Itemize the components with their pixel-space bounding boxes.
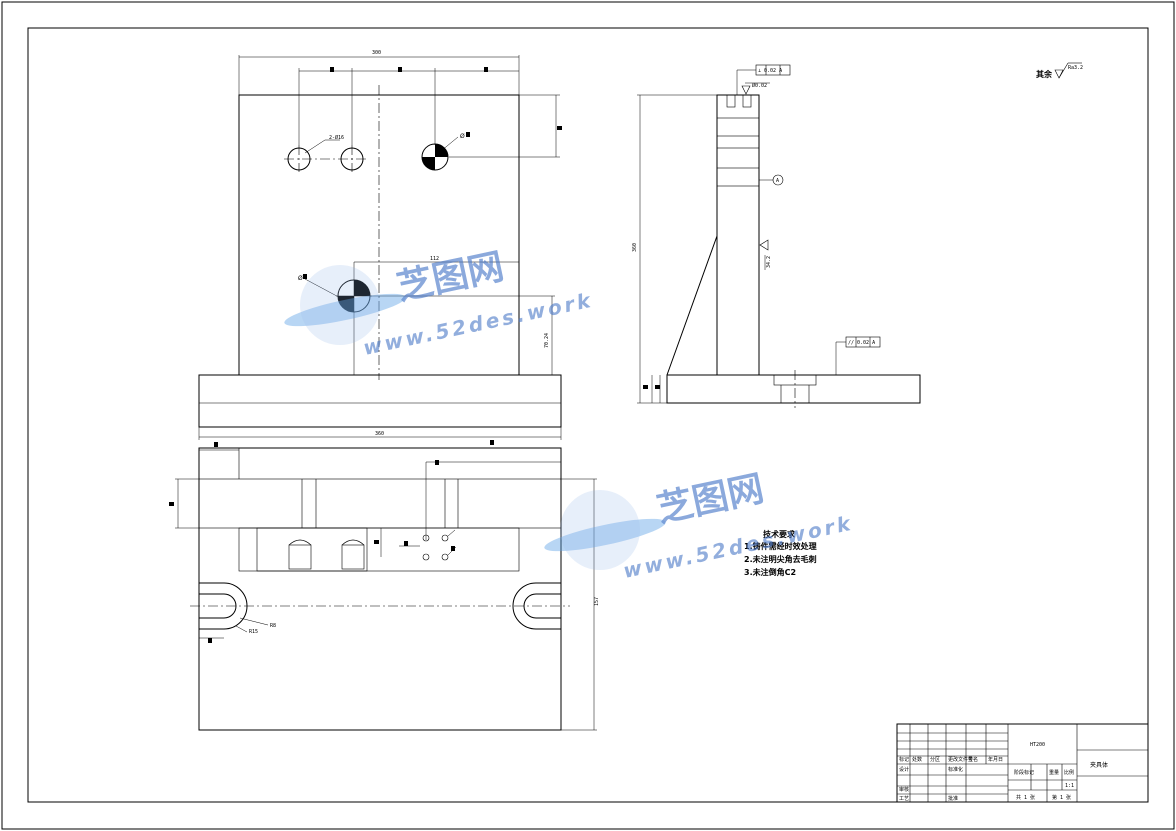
- top-outline: [198, 447, 562, 731]
- dim-base-width: 360: [375, 431, 384, 437]
- svg-text:共 1 张: 共 1 张: [1016, 794, 1035, 801]
- technical-notes: 技术要求 1.铸件需经时效处理 2.未注明尖角去毛刺 3.未注倒角C2: [744, 529, 817, 577]
- dim-front-width: 300: [372, 50, 381, 56]
- side-column: [716, 94, 760, 376]
- hole-quadrant-top: Ø: [421, 132, 470, 171]
- roughness-label: 其余: [1036, 69, 1053, 79]
- dim-side-34: 34.2: [766, 256, 772, 268]
- watermark-2: 芝图网 www.52des.work: [544, 468, 855, 583]
- side-hatch-low: [716, 167, 760, 187]
- svg-text:标记: 标记: [899, 756, 909, 763]
- svg-text:R8: R8: [270, 623, 276, 629]
- slot-right-outer: [512, 582, 561, 630]
- front-view: 300 2-Ø16 Ø: [198, 50, 562, 440]
- svg-text:Ø0.02: Ø0.02: [752, 82, 767, 89]
- svg-text:Ø: Ø: [298, 275, 303, 282]
- dim-vert-low: 70.24: [544, 333, 550, 348]
- roughness-value: Ra3.2: [1068, 65, 1083, 71]
- svg-text:标准化: 标准化: [948, 766, 963, 773]
- dim-horiz-112: 112: [430, 256, 439, 262]
- roughness-note: 其余 Ra3.2: [1036, 62, 1083, 79]
- front-base: [198, 374, 562, 428]
- side-view: 360 34.2 ⊥ 0.02 A Ø0.02 A //: [632, 64, 921, 408]
- svg-text:Ø: Ø: [460, 133, 465, 140]
- svg-text:// 0.02 A: // 0.02 A: [848, 340, 875, 346]
- watermark-brand: 芝图网: [393, 246, 507, 309]
- gdt-bottom: // 0.02 A: [835, 336, 881, 375]
- svg-text:工艺: 工艺: [899, 796, 909, 802]
- svg-text:A: A: [776, 178, 779, 184]
- watermark-brand-2: 芝图网: [653, 468, 767, 531]
- top-band: [198, 478, 562, 529]
- note-1: 1.铸件需经时效处理: [744, 541, 817, 551]
- svg-text:批准: 批准: [948, 795, 958, 802]
- side-hatch-top: [716, 94, 760, 119]
- hole-quadrant-low: Ø: [298, 262, 372, 375]
- dim-side-height: 360: [632, 243, 638, 252]
- svg-text:⊥ 0.02 A: ⊥ 0.02 A: [758, 68, 782, 74]
- side-base: [666, 374, 921, 404]
- top-hatch: [256, 527, 368, 572]
- note-3: 3.未注倒角C2: [744, 567, 796, 577]
- svg-text:第 1 张: 第 1 张: [1052, 794, 1071, 801]
- svg-text:更改文件号: 更改文件号: [948, 756, 973, 763]
- dim-top-height: 157: [594, 597, 600, 606]
- top-view: R8 R15 157: [169, 440, 600, 731]
- top-column-section: [238, 527, 520, 572]
- svg-text:比例: 比例: [1064, 769, 1074, 776]
- svg-text:设计: 设计: [899, 766, 909, 773]
- datum-a-circle: [772, 174, 784, 186]
- svg-text:R15: R15: [249, 629, 258, 635]
- part-name: 夹具体: [1090, 761, 1108, 769]
- label-2-holes: 2-Ø16: [329, 134, 344, 141]
- svg-text:处数: 处数: [912, 756, 922, 763]
- svg-text:重量: 重量: [1049, 769, 1059, 776]
- svg-text:阶段标记: 阶段标记: [1014, 769, 1034, 776]
- note-2: 2.未注明尖角去毛刺: [744, 554, 817, 564]
- title-block: 标记 处数 分区 更改文件号 签名 年月日 设计 标准化 审核 工艺 批准 阶段…: [896, 723, 1149, 803]
- gdt-top: ⊥ 0.02 A Ø0.02: [736, 64, 791, 95]
- svg-text:年月日: 年月日: [988, 756, 1003, 763]
- svg-text:分区: 分区: [930, 756, 940, 763]
- side-hatch-mid: [716, 135, 760, 149]
- material-value: HT200: [1030, 742, 1045, 748]
- notes-title: 技术要求: [763, 529, 796, 539]
- side-rib: [666, 235, 718, 376]
- svg-text:审核: 审核: [899, 786, 909, 793]
- svg-text:签名: 签名: [968, 756, 978, 763]
- inner-border: [27, 27, 1149, 803]
- svg-text:1:1: 1:1: [1065, 783, 1074, 789]
